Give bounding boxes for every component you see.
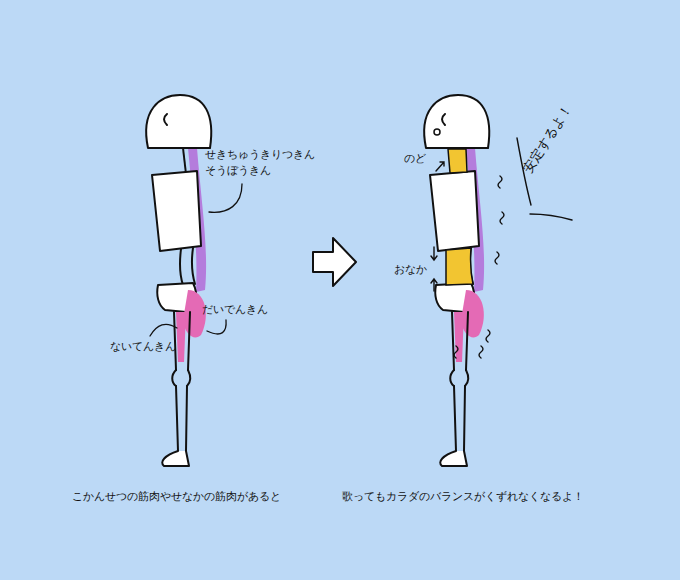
- caption-text: こかんせつの筋肉やせなかの筋肉があると: [72, 490, 281, 503]
- arrow: [313, 238, 356, 286]
- handwritten-note: 安定するよ！: [520, 102, 575, 176]
- caption-text: 歌ってもカラダのバランスがくずれなくなるよ！: [342, 490, 584, 503]
- motion-marks: [431, 138, 572, 358]
- body-part-name: おなか: [394, 263, 427, 276]
- muscle-name: だいでんきん: [202, 303, 268, 316]
- figure-after: [424, 95, 489, 466]
- figure-before: [146, 95, 211, 466]
- muscle-name: ないてんきん: [110, 340, 176, 353]
- muscle-name: そうぼうきん: [205, 164, 271, 177]
- body-part-name: のど: [404, 152, 426, 165]
- muscle-name: せきちゅうきりつきん: [205, 148, 315, 161]
